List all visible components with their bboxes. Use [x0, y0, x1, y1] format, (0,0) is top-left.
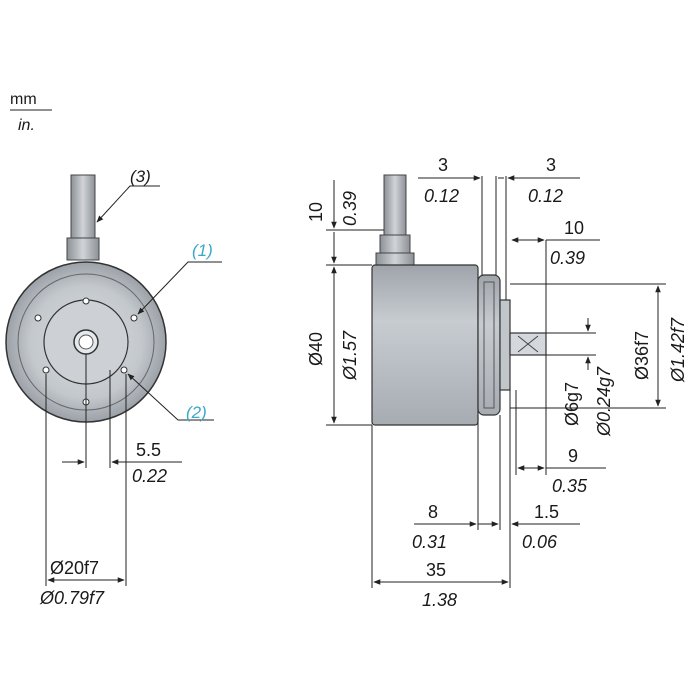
dim-spigot-dia-in: Ø1.42f7 [668, 317, 688, 383]
unit-metric: mm [10, 91, 37, 108]
front-view: (3) (1) (2) 5.5 0.22 Ø20f7 Ø0.79f7 [5, 167, 222, 608]
dim-ring-width-mm: 8 [428, 502, 438, 522]
dim-collar-thk-mm: 3 [546, 155, 556, 175]
unit-imperial: in. [18, 117, 35, 134]
dim-flat-len-in: 0.35 [552, 476, 588, 496]
callout-mount-hole: (1) [192, 241, 213, 260]
dim-shaft-dia-in: Ø0.24g7 [594, 366, 614, 437]
cable [70, 174, 96, 241]
dim-pilot-dia-mm: Ø20f7 [50, 558, 99, 578]
flange-ring [477, 274, 501, 416]
dim-cable-offset-mm: 10 [306, 202, 326, 222]
encoder-body [371, 264, 479, 426]
fixing-hole [120, 366, 128, 374]
mount-hole-leader [137, 261, 222, 315]
dim-flange-thk-in: 0.12 [424, 186, 459, 206]
flange-groove [483, 281, 495, 409]
dim-flange-thk-mm: 3 [438, 155, 448, 175]
dim-body-dia-in: Ø1.57 [340, 330, 360, 381]
side-view: 3 0.12 3 0.12 10 0.39 10 0.39 Ø40 Ø1.57 … [306, 155, 688, 610]
cable [383, 174, 407, 238]
dim-shaft-offset-mm: 5.5 [136, 440, 161, 460]
mount-hole [130, 314, 138, 322]
callout-cable: (3) [130, 167, 151, 186]
dim-spigot-depth-mm: 1.5 [534, 502, 559, 522]
dim-body-len-mm: 35 [426, 560, 446, 580]
mount-hole [82, 297, 90, 305]
dim-cable-offset-in: 0.39 [340, 191, 360, 226]
dim-shaft-len-mm: 10 [564, 218, 584, 238]
spigot [499, 299, 511, 391]
dim-shaft-offset-in: 0.22 [132, 466, 167, 486]
dim-ring-width-in: 0.31 [412, 532, 447, 552]
dim-shaft-len-in: 0.39 [550, 248, 585, 268]
dim-spigot-dia-mm: Ø36f7 [632, 331, 652, 380]
dim-spigot-depth-in: 0.06 [522, 532, 558, 552]
dim-flat-len-mm: 9 [568, 446, 578, 466]
fixing-hole [42, 366, 50, 374]
cable-gland [66, 237, 100, 261]
dim-collar-thk-in: 0.12 [528, 186, 563, 206]
shaft-flat-mark [517, 335, 539, 353]
mount-hole [34, 314, 42, 322]
dim-pilot-dia-in: Ø0.79f7 [39, 588, 105, 608]
shaft-center [78, 334, 94, 350]
dim-body-dia-mm: Ø40 [306, 332, 326, 366]
callout-fixing-hole: (2) [186, 403, 207, 422]
fixing-hole-leader [127, 373, 214, 421]
dim-shaft-dia-mm: Ø6g7 [562, 382, 582, 426]
cable-leader [96, 185, 160, 223]
unit-legend: mm in. [10, 91, 52, 134]
cable-gland [379, 234, 411, 256]
dim-body-len-in: 1.38 [422, 590, 457, 610]
